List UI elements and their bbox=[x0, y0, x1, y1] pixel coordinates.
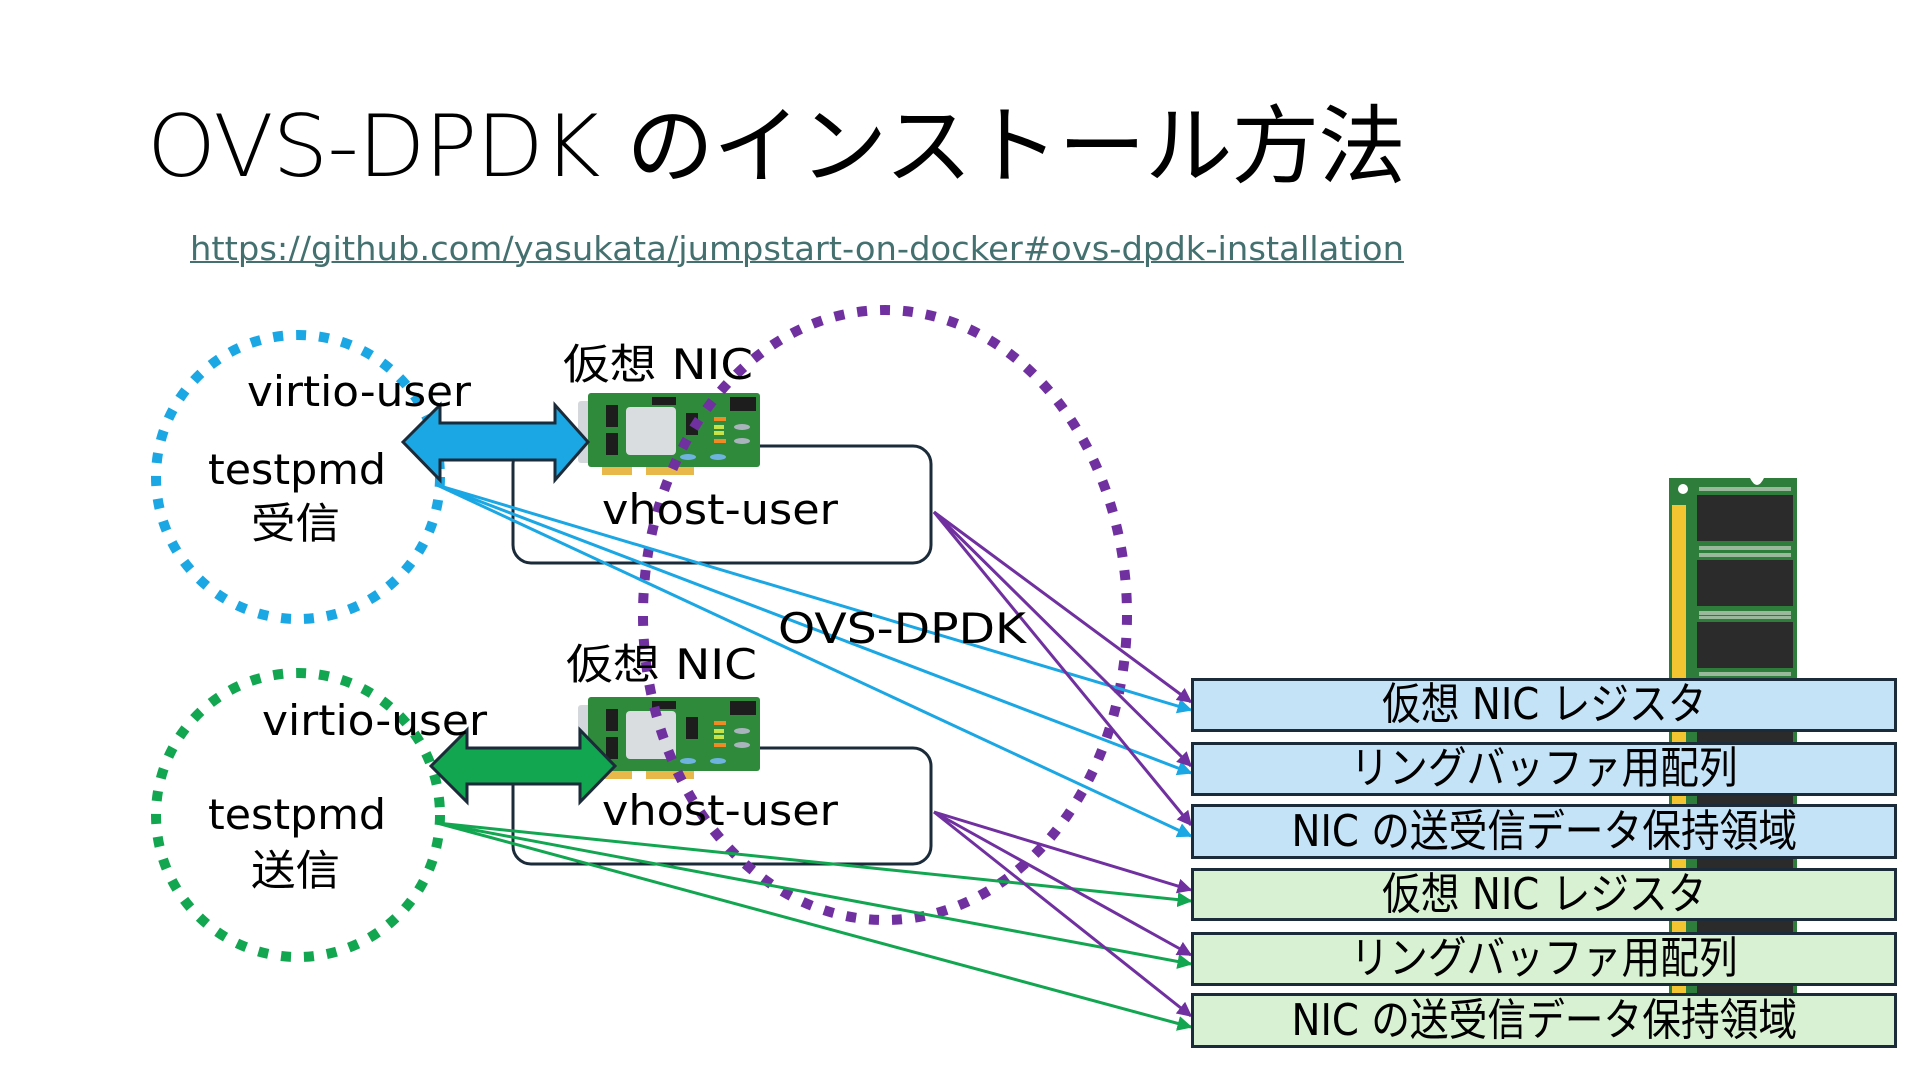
ovs-dpdk-label: OVS-DPDK bbox=[778, 604, 1026, 653]
vhost-access-arrow-sender-3 bbox=[933, 810, 1193, 894]
memory-region-receiver-data-area: NIC の送受信データ保持領域 bbox=[1191, 804, 1897, 859]
vhost-access-arrow-sender-4 bbox=[933, 810, 1193, 957]
virtio-user-label-sender: virtio-user bbox=[262, 696, 487, 745]
testpmd-sender-circle bbox=[151, 668, 445, 962]
memory-region-receiver-nic-register: 仮想 NIC レジスタ bbox=[1191, 678, 1897, 732]
vhost-access-arrow-receiver-2 bbox=[932, 511, 1193, 827]
repository-link[interactable]: https://github.com/yasukata/jumpstart-on… bbox=[190, 229, 1404, 268]
page-title: OVS-DPDK のインストール方法 bbox=[147, 97, 1406, 197]
vhost-user-label-receiver: vhost-user bbox=[602, 485, 838, 534]
virtual-nic-label-receiver: 仮想 NIC bbox=[563, 340, 753, 389]
network-card-icon bbox=[578, 393, 760, 475]
memory-region-sender-data-area: NIC の送受信データ保持領域 bbox=[1191, 993, 1897, 1048]
memory-region-sender-nic-register: 仮想 NIC レジスタ bbox=[1191, 868, 1897, 921]
memory-region-sender-ring-buffer: リングバッファ用配列 bbox=[1191, 932, 1897, 986]
testpmd-access-arrow-sender-5 bbox=[436, 821, 1193, 1031]
testpmd-access-arrow-receiver-2 bbox=[436, 483, 1193, 838]
virtio-user-label-receiver: virtio-user bbox=[247, 367, 471, 416]
testpmd-access-arrow-sender-4 bbox=[436, 821, 1193, 969]
memory-region-label: リングバッファ用配列 bbox=[1350, 743, 1738, 794]
vhost-access-arrow-receiver-0 bbox=[933, 510, 1193, 704]
vhost-user-label-sender: vhost-user bbox=[602, 786, 838, 835]
ovs-dpdk-ellipse bbox=[638, 305, 1132, 925]
virtual-nic-label-sender: 仮想 NIC bbox=[566, 640, 757, 689]
memory-region-label: NIC の送受信データ保持領域 bbox=[1291, 805, 1797, 857]
testpmd-access-arrow-sender-3 bbox=[436, 821, 1193, 908]
memory-region-label: 仮想 NIC レジスタ bbox=[1381, 679, 1707, 730]
double-arrow-receiver bbox=[400, 401, 590, 485]
vhost-access-arrow-receiver-1 bbox=[932, 510, 1193, 768]
memory-region-label: 仮想 NIC レジスタ bbox=[1381, 868, 1707, 920]
testpmd-access-arrow-receiver-1 bbox=[436, 483, 1193, 776]
memory-region-label: NIC の送受信データ保持領域 bbox=[1291, 994, 1797, 1046]
testpmd-label-sender: testpmd bbox=[208, 790, 386, 839]
role-label-sender: 送信 bbox=[251, 846, 340, 895]
double-arrow-sender bbox=[428, 726, 618, 806]
network-card-icon bbox=[578, 697, 760, 779]
testpmd-label-receiver: testpmd bbox=[208, 445, 386, 494]
vhost-access-arrow-sender-5 bbox=[933, 810, 1193, 1018]
memory-region-receiver-ring-buffer: リングバッファ用配列 bbox=[1191, 742, 1897, 796]
memory-region-label: リングバッファ用配列 bbox=[1350, 933, 1738, 984]
role-label-receiver: 受信 bbox=[251, 499, 340, 548]
